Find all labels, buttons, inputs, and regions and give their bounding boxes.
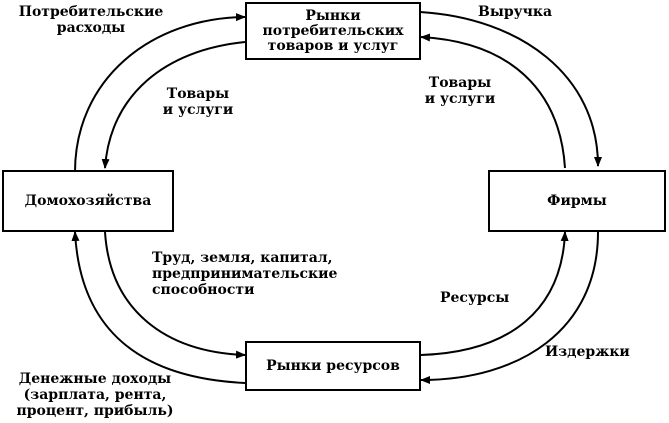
label-money-income-line-3: процент, прибыль)	[16, 403, 174, 419]
arrow-costs	[420, 231, 599, 384]
node-consumer-markets-line-1: Рынки	[305, 7, 361, 24]
node-firms: Фирмы	[488, 170, 666, 232]
label-goods-to-households-line-2: и услуги	[162, 102, 234, 118]
node-households: Домохозяйства	[2, 170, 174, 232]
label-factors-line-2: предпринимательские	[152, 266, 338, 282]
arrow-revenue	[419, 11, 602, 167]
label-goods-from-firms-line-1: Товары	[428, 75, 492, 91]
label-goods-to-households-line-1: Товары	[166, 86, 230, 102]
label-consumer-spending: Потребительские расходы	[16, 4, 166, 36]
arrow-goods-to-households	[101, 41, 246, 169]
label-money-income-line-1: Денежные доходы	[18, 371, 172, 387]
label-revenue-line-1: Выручка	[478, 4, 553, 20]
arrow-goods-from-firms	[420, 33, 566, 169]
label-consumer-spending-line-2: расходы	[56, 20, 126, 36]
label-factors-line-1: Труд, земля, капитал,	[152, 250, 333, 266]
node-resource-markets: Рынки ресурсов	[245, 341, 421, 391]
arrow-factors	[104, 231, 246, 359]
label-goods-from-firms-line-2: и услуги	[424, 91, 496, 107]
label-money-income-line-2: (зарплата, рента,	[23, 387, 167, 403]
label-resources-line-1: Ресурсы	[440, 290, 510, 306]
label-costs: Издержки	[545, 344, 630, 360]
label-consumer-spending-line-1: Потребительские	[18, 4, 164, 20]
node-consumer-markets-line-3: товаров и услуг	[267, 37, 399, 54]
label-goods-from-firms: Товары и услуги	[412, 75, 508, 107]
label-revenue: Выручка	[478, 4, 552, 20]
arrow-money-income	[71, 231, 246, 384]
node-resource-markets-label: Рынки ресурсов	[266, 357, 400, 374]
label-costs-line-1: Издержки	[545, 344, 630, 360]
node-households-label: Домохозяйства	[24, 192, 152, 209]
arrow-resources	[420, 231, 569, 356]
label-goods-to-households: Товары и услуги	[150, 86, 246, 118]
node-consumer-markets-line-2: потребительских	[262, 22, 404, 39]
label-resources: Ресурсы	[440, 290, 509, 306]
label-factors-of-production: Труд, земля, капитал, предпринимательски…	[152, 250, 337, 298]
node-firms-label: Фирмы	[547, 192, 607, 209]
arrow-consumer-spending	[74, 13, 246, 173]
label-money-income: Денежные доходы (зарплата, рента, процен…	[2, 371, 188, 419]
node-consumer-markets: Рынки потребительских товаров и услуг	[245, 2, 421, 60]
label-factors-line-3: способности	[152, 282, 255, 298]
